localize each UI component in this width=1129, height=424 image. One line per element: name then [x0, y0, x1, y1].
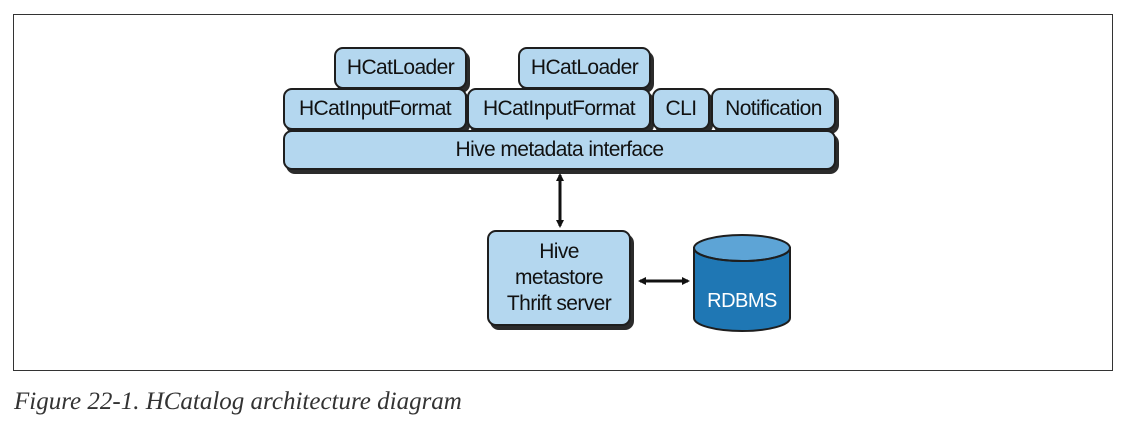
hcat-input-format-box-1: HCatInputFormat — [283, 88, 467, 130]
rdbms-database-icon — [693, 234, 791, 332]
metastore-label-line-1: Hive — [539, 240, 579, 263]
notification-box: Notification — [711, 88, 836, 130]
metastore-label-line-3: Thrift server — [506, 292, 612, 315]
hcat-input-format-label-2: HCatInputFormat — [482, 97, 636, 120]
hcat-loader-box-1: HCatLoader — [334, 47, 467, 89]
hive-metadata-interface-label: Hive metadata interface — [455, 138, 665, 161]
metastore-label-line-2: metastore — [515, 266, 604, 289]
hcat-loader-label-1: HCatLoader — [346, 56, 455, 79]
notification-label: Notification — [725, 97, 822, 120]
hive-metadata-interface-box: Hive metadata interface — [283, 130, 836, 170]
figure-caption: Figure 22-1. HCatalog architecture diagr… — [14, 388, 462, 415]
cli-box: CLI — [652, 88, 710, 130]
hcat-loader-label-2: HCatLoader — [530, 56, 639, 79]
cli-label: CLI — [665, 97, 697, 120]
hcat-loader-box-2: HCatLoader — [518, 47, 651, 89]
hive-metastore-box: Hive metastore Thrift server — [487, 230, 631, 326]
hcat-input-format-box-2: HCatInputFormat — [467, 88, 651, 130]
hcat-input-format-label-1: HCatInputFormat — [298, 97, 452, 120]
rdbms-label: RDBMS — [707, 290, 777, 312]
